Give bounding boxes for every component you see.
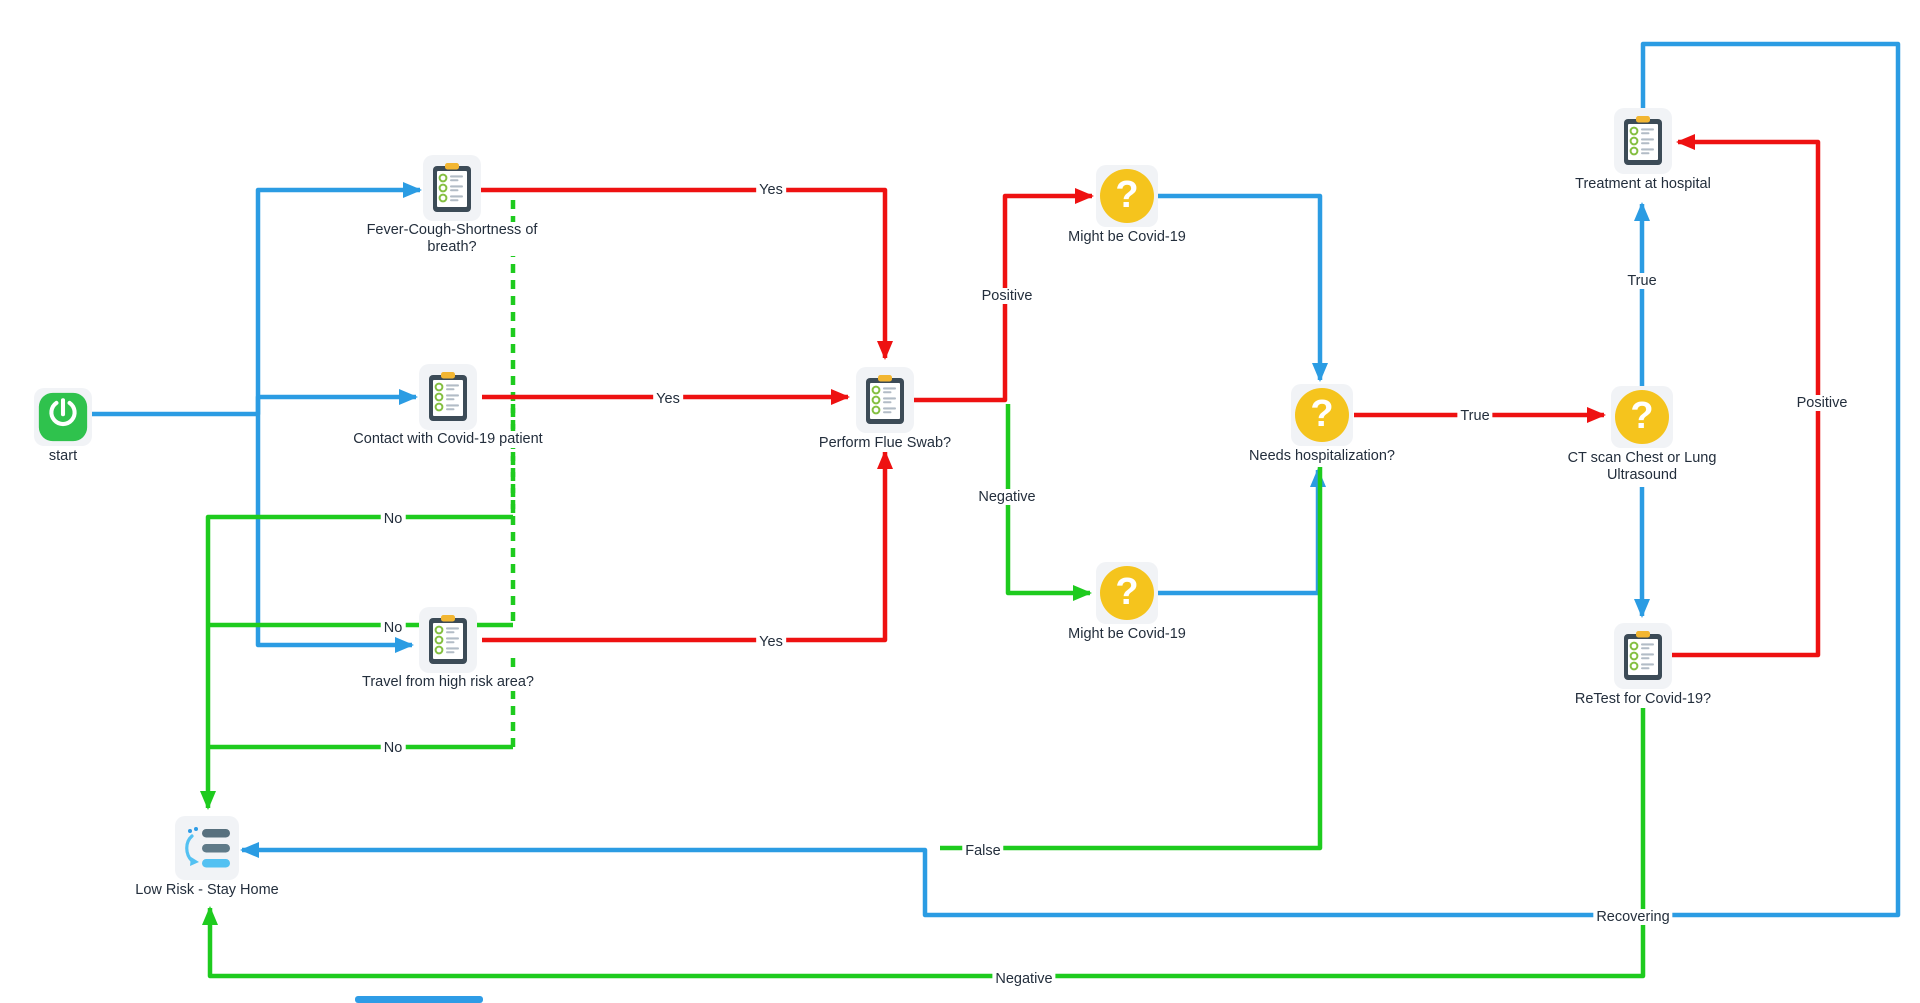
node-label-flue-swab: Perform Flue Swab? <box>816 435 954 453</box>
checklist-icon <box>419 607 477 673</box>
question-icon: ? <box>1291 384 1353 446</box>
node-label-travel: Travel from high risk area? <box>360 674 536 692</box>
power-icon <box>34 388 92 446</box>
edge-label-positive-retest: Positive <box>1793 395 1851 411</box>
edge-start-travel <box>255 414 414 653</box>
edge-label-yes-travel: Yes <box>756 634 786 650</box>
question-mark-glyph: ? <box>1115 173 1139 216</box>
node-label-contact: Contact with Covid-19 patient <box>351 431 545 449</box>
edge-mighttop-needshosp <box>1157 193 1328 382</box>
checklist-icon <box>1614 623 1672 689</box>
node-label-might-bottom: Might be Covid-19 <box>1066 626 1188 644</box>
edge-label-yes-contact: Yes <box>653 391 683 407</box>
edge-mightbottom-needshosp <box>1157 468 1326 596</box>
edge-label-negative-retest: Negative <box>992 971 1056 987</box>
edge-label-positive-swab: Positive <box>978 288 1036 304</box>
checklist-icon <box>1614 108 1672 174</box>
node-label-start: start <box>46 448 80 466</box>
edge-label-negative-swab: Negative <box>975 489 1039 505</box>
edge-needshosp-lowrisk <box>940 467 1323 851</box>
scrollbar-thumb[interactable] <box>355 996 483 1003</box>
node-label-might-top: Might be Covid-19 <box>1066 229 1188 247</box>
checklist-icon <box>856 367 914 433</box>
edge-start-contact <box>255 389 418 414</box>
question-mark-glyph: ? <box>1310 392 1334 435</box>
checklist-icon <box>419 364 477 430</box>
edge-travel-flueswab <box>482 450 893 643</box>
edge-flueswab-mightbottom <box>1005 404 1092 601</box>
edge-fever-flueswab <box>480 187 893 360</box>
question-mark-glyph: ? <box>1630 394 1654 437</box>
question-icon: ? <box>1096 165 1158 227</box>
question-icon: ? <box>1096 562 1158 624</box>
edge-label-no-fever: No <box>380 511 406 527</box>
checklist-icon <box>423 155 481 221</box>
node-label-needs-hosp: Needs hospitalization? <box>1247 448 1397 466</box>
edge-label-true-ct: True <box>1624 273 1660 289</box>
tasks-icon <box>175 816 239 880</box>
question-icon: ? <box>1611 386 1673 448</box>
edge-label-false-hosp: False <box>962 843 1004 859</box>
edge-label-no-travel: No <box>380 740 406 756</box>
node-label-low-risk: Low Risk - Stay Home <box>133 882 281 900</box>
node-label-treatment: Treatment at hospital <box>1573 176 1713 194</box>
edge-treatment-lowrisk <box>240 41 1901 918</box>
node-label-fever: Fever-Cough-Shortness of breath? <box>357 222 547 257</box>
question-mark-glyph: ? <box>1115 570 1139 613</box>
node-label-retest: ReTest for Covid-19? <box>1572 691 1714 709</box>
edge-label-yes-fever: Yes <box>756 182 786 198</box>
edge-label-no-contact: No <box>380 620 406 636</box>
edge-label-recovering: Recovering <box>1593 909 1673 925</box>
edge-label-true-hosp: True <box>1457 408 1493 424</box>
edge-start-fever <box>92 182 422 417</box>
node-label-ct-scan: CT scan Chest or Lung Ultrasound <box>1552 450 1732 485</box>
edge-fever-lowrisk-seg2 <box>200 514 513 810</box>
edge-retest-lowrisk <box>202 708 1646 979</box>
